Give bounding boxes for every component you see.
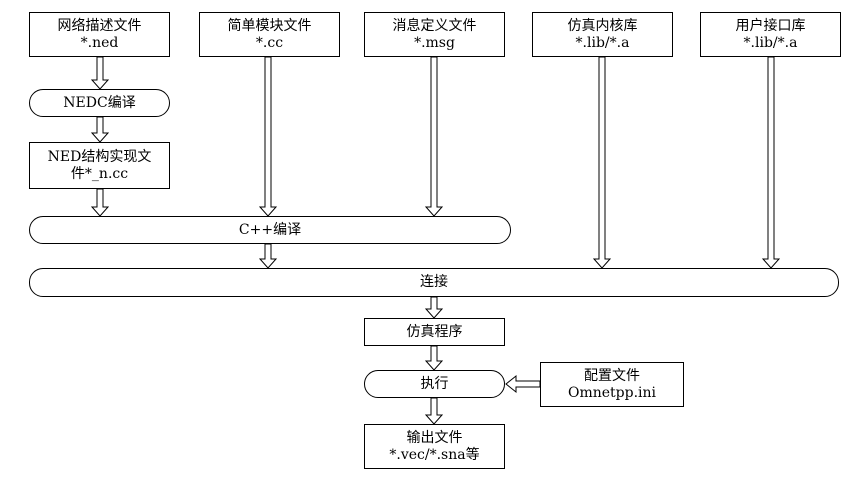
input-box-ui-lib: 用户接口库 *.lib/*.a	[700, 12, 841, 57]
ned-output-line1: NED结构实现文	[47, 148, 152, 165]
input-box-msg-title: 消息定义文件	[392, 17, 477, 34]
cpp-compile-step: C++编译	[29, 216, 511, 244]
arrow-kernel-lib-to-link	[592, 56, 612, 269]
execute-step: 执行	[364, 370, 505, 398]
output-file-box: 输出文件 *.vec/*.sna等	[364, 424, 505, 469]
input-box-cc-title: 简单模块文件	[227, 17, 312, 34]
output-file-title: 输出文件	[406, 429, 463, 446]
input-box-ui-lib-sub: *.lib/*.a	[743, 34, 798, 51]
ned-output-box: NED结构实现文 件*_n.cc	[29, 142, 170, 189]
cpp-compile-label: C++编译	[238, 221, 302, 238]
arrow-ui-lib-to-link	[761, 56, 781, 269]
input-box-msg: 消息定义文件 *.msg	[364, 12, 505, 57]
input-box-kernel-lib: 仿真内核库 *.lib/*.a	[532, 12, 673, 57]
arrow-sim-program-to-execute	[424, 345, 444, 371]
sim-program-label: 仿真程序	[406, 323, 463, 340]
sim-program-box: 仿真程序	[364, 318, 505, 346]
input-box-cc-sub: *.cc	[255, 34, 284, 51]
arrow-cc-to-cpp	[258, 56, 278, 217]
config-file-title: 配置文件	[584, 367, 640, 384]
link-label: 连接	[420, 274, 448, 290]
input-box-ui-lib-title: 用户接口库	[735, 17, 806, 34]
arrow-ned-to-nedc	[90, 56, 110, 90]
arrow-ned-output-to-cpp	[90, 188, 110, 217]
arrow-config-to-execute	[505, 374, 541, 394]
input-box-ned-sub: *.ned	[80, 34, 119, 51]
nedc-compile-label: NEDC编译	[63, 94, 136, 111]
input-box-cc: 简单模块文件 *.cc	[199, 12, 340, 57]
arrow-msg-to-cpp	[424, 56, 444, 217]
arrow-execute-to-output	[424, 397, 444, 425]
output-file-name: *.vec/*.sna等	[389, 446, 480, 463]
link-step: 连接	[29, 268, 839, 297]
input-box-msg-sub: *.msg	[414, 34, 455, 51]
arrow-link-to-sim-program	[424, 296, 444, 319]
arrow-nedc-to-ned-output	[90, 116, 110, 143]
nedc-compile-step: NEDC编译	[29, 89, 170, 117]
input-box-kernel-lib-title: 仿真内核库	[567, 17, 638, 34]
input-box-kernel-lib-sub: *.lib/*.a	[575, 34, 630, 51]
config-file-box: 配置文件 Omnetpp.ini	[540, 362, 684, 407]
execute-label: 执行	[420, 375, 449, 392]
input-box-ned: 网络描述文件 *.ned	[29, 12, 170, 57]
input-box-ned-title: 网络描述文件	[57, 17, 142, 34]
ned-output-line2: 件*_n.cc	[70, 165, 129, 182]
arrow-cpp-to-link	[258, 243, 278, 269]
config-file-name: Omnetpp.ini	[567, 384, 657, 401]
